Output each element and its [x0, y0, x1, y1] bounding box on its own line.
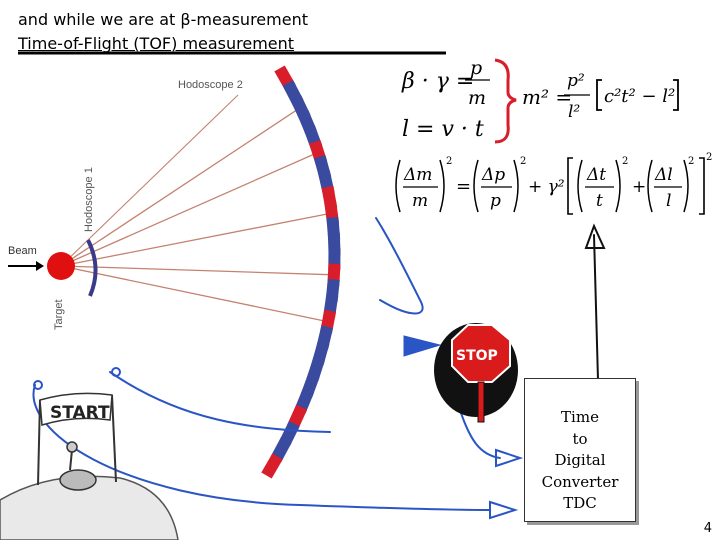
particle-track	[60, 265, 334, 276]
arrow-stop-to-tdc	[459, 409, 501, 459]
err-paren-3l	[577, 159, 583, 213]
equations: β · γ = p m l = v · t m² = p² l² c²t² − …	[395, 57, 712, 215]
err-dt: Δt	[586, 165, 606, 185]
stop-sign-pole	[477, 381, 485, 423]
particle-tracks	[60, 94, 334, 323]
arrow-head-stop	[403, 335, 442, 357]
arrow-head-tdc-bottom	[489, 500, 519, 520]
eq1-den: m	[468, 87, 486, 109]
err-paren-2l	[473, 159, 479, 213]
err-paren-2r	[513, 159, 519, 213]
hill	[0, 475, 179, 540]
stop-cartoon: STOP	[434, 323, 518, 423]
err-exp-4: 2	[688, 156, 694, 167]
start-banner-text: START	[50, 403, 110, 423]
err-dp: Δp	[481, 165, 505, 185]
err-bracket-left	[567, 157, 573, 215]
eq3-num: p²	[567, 71, 585, 91]
stop-sign	[451, 324, 511, 383]
page-number: 4	[703, 521, 712, 536]
err-t: t	[596, 191, 603, 211]
err-paren-3r	[615, 159, 621, 213]
tdc-line-3: Digital	[554, 451, 606, 469]
beam-arrow-head	[36, 261, 44, 271]
arrow-hodoscope-to-stop	[375, 217, 424, 315]
start-cartoon: START	[0, 392, 179, 540]
stop-sign-text: STOP	[456, 348, 498, 364]
tdc-line-1: Time	[561, 408, 599, 426]
arrow-start-dot	[33, 380, 43, 390]
err-exp-5: 2	[706, 152, 712, 163]
err-paren-4l	[647, 159, 653, 213]
err-p: p	[490, 191, 501, 211]
err-dl: Δl	[654, 165, 673, 185]
err-m: m	[412, 191, 428, 211]
particle-track	[60, 151, 319, 267]
err-exp-1: 2	[446, 156, 452, 167]
err-plus: +	[632, 177, 646, 197]
particle-track	[60, 212, 332, 267]
eq3-den: l²	[568, 102, 580, 122]
err-paren-1l	[395, 159, 401, 213]
tdc-box: Time to Digital Converter TDC	[524, 378, 636, 522]
tdc-text: Time to Digital Converter TDC	[525, 407, 635, 515]
err-equals: =	[456, 176, 471, 197]
arrow-head-dt	[584, 223, 606, 249]
connection-arrows	[32, 217, 599, 511]
tdc-line-4: Converter	[541, 472, 619, 491]
target-circle	[47, 252, 75, 280]
turtle-shell	[59, 469, 97, 491]
tdc-line-2: to	[572, 429, 588, 448]
arrow-start-to-tdc	[32, 384, 491, 511]
err-exp-2: 2	[520, 156, 526, 167]
err-gamma: + γ²	[528, 177, 565, 197]
err-exp-3: 2	[622, 156, 628, 167]
hodoscope-2-label: Hodoscope 2	[178, 79, 243, 91]
particle-track	[60, 265, 329, 323]
eq1-lhs: β · γ =	[401, 69, 474, 94]
arrow-start-dot-2	[111, 367, 121, 377]
turtle-head	[66, 441, 78, 453]
eq3-bracket-content: c²t² − l²	[604, 86, 675, 107]
beam-label: Beam	[8, 245, 37, 257]
equation-brace	[494, 58, 517, 144]
hodoscope-2-block	[261, 453, 283, 479]
eq3-bracket-right	[673, 79, 679, 111]
arrow-start-trail	[109, 371, 331, 433]
turtle-neck	[69, 449, 73, 471]
tdc-line-5: TDC	[563, 494, 597, 512]
arrow-head-tdc-middle	[495, 448, 524, 468]
banner-pole-right	[111, 394, 117, 483]
hodoscope-2	[261, 65, 341, 479]
arrow-tdc-to-dt	[593, 234, 599, 381]
hodoscope-1-label: Hodoscope 1	[83, 167, 95, 232]
target-label: Target	[53, 299, 65, 330]
err-l: l	[666, 191, 671, 211]
particle-track	[60, 94, 239, 267]
particle-track	[60, 107, 301, 267]
err-paren-4r	[683, 159, 689, 213]
err-bracket-right	[699, 157, 705, 215]
eq3-bracket-left	[596, 79, 602, 111]
start-banner	[39, 392, 113, 426]
eq3-lhs: m² =	[522, 85, 572, 109]
eq2: l = v · t	[402, 117, 484, 142]
slide-title-line-1: and while we are at β-measurement	[18, 10, 308, 29]
eq1-num: p	[470, 57, 482, 79]
err-paren-1r	[439, 159, 445, 213]
banner-pole-left	[37, 399, 41, 486]
err-dm: Δm	[403, 165, 432, 185]
hodoscope-1	[86, 239, 98, 297]
slide-title-line-2: Time-of-Flight (TOF) measurement	[18, 34, 295, 53]
